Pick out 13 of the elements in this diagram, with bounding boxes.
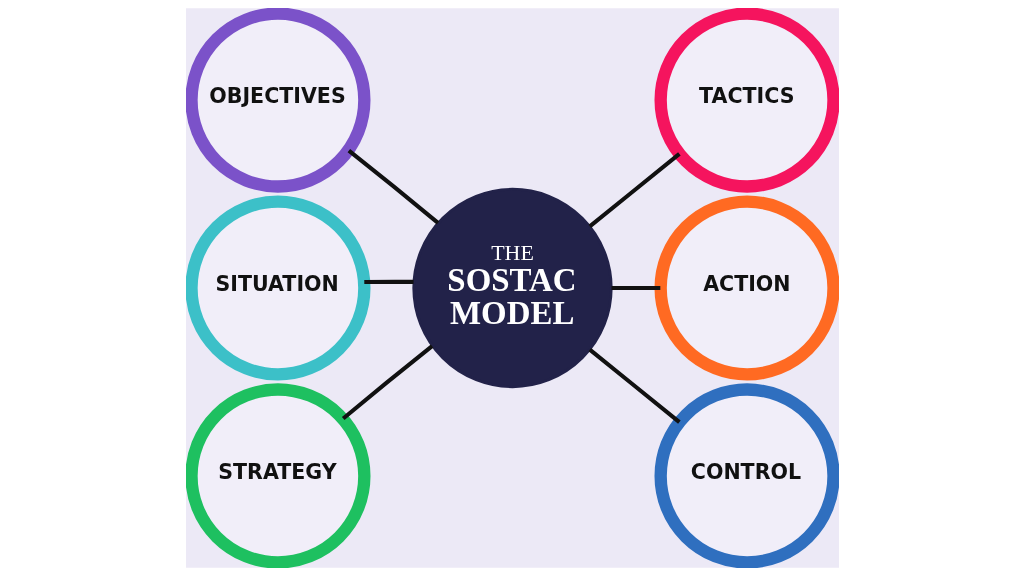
node-circle: SITUATION bbox=[185, 195, 370, 381]
connector bbox=[588, 347, 681, 424]
node-circle: TACTICS bbox=[654, 8, 839, 193]
node-circle: STRATEGY bbox=[185, 383, 370, 568]
connector bbox=[588, 152, 681, 229]
connector bbox=[347, 149, 439, 225]
node-circle: CONTROL bbox=[654, 383, 839, 568]
node-circle: OBJECTIVES bbox=[185, 8, 370, 193]
node-circle: THE SOSTAC MODEL bbox=[411, 187, 613, 389]
connector bbox=[341, 344, 433, 421]
connector bbox=[611, 285, 660, 291]
node-circle: ACTION bbox=[654, 195, 839, 381]
connector bbox=[363, 279, 414, 285]
